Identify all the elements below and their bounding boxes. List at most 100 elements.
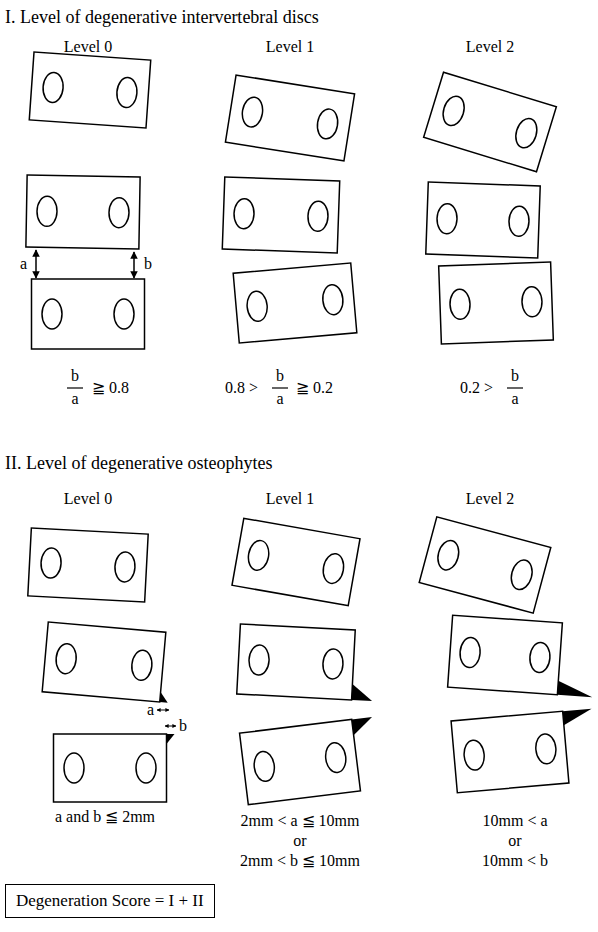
vertebra-outline bbox=[32, 279, 145, 349]
pedicle-oval bbox=[240, 96, 264, 129]
fraction-numerator: b bbox=[71, 367, 79, 385]
osteophyte-spur bbox=[167, 734, 175, 744]
pedicle-oval bbox=[114, 551, 136, 582]
pedicle-oval bbox=[535, 733, 558, 765]
vertebra bbox=[225, 75, 354, 161]
vertebra bbox=[419, 517, 551, 613]
criterion-text: or bbox=[293, 832, 306, 850]
formula-text: Degeneration Score = I + II bbox=[16, 891, 204, 911]
measure-line bbox=[67, 387, 83, 388]
level-label: Level 1 bbox=[266, 38, 314, 56]
level-label: Level 1 bbox=[266, 490, 314, 508]
pedicle-oval bbox=[508, 206, 529, 237]
level-label: Level 2 bbox=[466, 38, 514, 56]
vertebra-outline bbox=[222, 177, 339, 253]
pedicle-oval bbox=[459, 637, 481, 668]
vertebra-outline bbox=[240, 719, 361, 804]
pedicle-oval bbox=[322, 284, 345, 316]
pedicle-oval bbox=[116, 77, 138, 108]
dimension-label: a bbox=[147, 701, 154, 719]
pedicle-oval bbox=[307, 201, 328, 232]
measure-line bbox=[507, 387, 523, 388]
measure-line bbox=[133, 252, 135, 278]
criterion-text: 0.2 > bbox=[460, 379, 493, 397]
section-heading: I. Level of degenerative intervertebral … bbox=[5, 6, 319, 28]
pedicle-oval bbox=[37, 196, 58, 226]
criterion-text: 10mm < b bbox=[482, 852, 548, 870]
pedicle-oval bbox=[42, 72, 64, 103]
osteophyte-spur bbox=[563, 709, 593, 725]
vertebra bbox=[240, 717, 381, 805]
vertebra-outline bbox=[448, 615, 563, 694]
dimension-label: b bbox=[179, 717, 187, 735]
measure-line bbox=[157, 710, 169, 711]
pedicle-oval bbox=[131, 649, 154, 681]
vertebra bbox=[237, 624, 376, 701]
pedicle-oval bbox=[55, 643, 78, 675]
vertebra-outline bbox=[232, 518, 360, 605]
vertebra bbox=[26, 175, 140, 249]
criterion-text: ≧ 0.2 bbox=[296, 379, 333, 397]
vertebra bbox=[424, 72, 557, 172]
vertebra bbox=[233, 263, 357, 343]
criterion-text: ≧ 0.8 bbox=[92, 379, 129, 397]
fraction-numerator: b bbox=[276, 367, 284, 385]
pedicle-oval bbox=[248, 645, 270, 676]
pedicle-oval bbox=[324, 742, 348, 774]
measure-line bbox=[165, 726, 176, 727]
vertebra bbox=[54, 734, 175, 802]
pedicle-oval bbox=[64, 753, 84, 783]
vertebra bbox=[222, 177, 339, 253]
vertebra bbox=[42, 622, 174, 703]
section-heading: II. Level of degenerative osteophytes bbox=[5, 452, 272, 474]
pedicle-oval bbox=[40, 548, 62, 579]
fraction-numerator: b bbox=[511, 367, 519, 385]
vertebra bbox=[32, 279, 145, 349]
criterion-text: 2mm < a ≦ 10mm bbox=[241, 812, 360, 830]
fraction-denominator: a bbox=[276, 390, 283, 408]
vertebra bbox=[28, 528, 148, 602]
osteophyte-spur bbox=[352, 684, 373, 701]
pedicle-oval bbox=[440, 94, 468, 129]
vertebra bbox=[451, 709, 598, 793]
vertebra bbox=[232, 518, 360, 605]
criterion-text: 2mm < b ≦ 10mm bbox=[240, 852, 360, 870]
level-label: Level 0 bbox=[64, 38, 112, 56]
vertebrae-group bbox=[26, 52, 598, 805]
pedicle-oval bbox=[435, 538, 462, 572]
vertebra-outline bbox=[424, 72, 557, 172]
pedicle-oval bbox=[109, 197, 130, 227]
vertebra-outline bbox=[26, 175, 140, 249]
vertebra-outline bbox=[451, 711, 569, 792]
pedicle-oval bbox=[322, 648, 344, 679]
dimension-label: b bbox=[144, 255, 152, 273]
fraction-denominator: a bbox=[71, 390, 78, 408]
criterion-text: 10mm < a bbox=[482, 812, 547, 830]
vertebra bbox=[439, 262, 554, 344]
vertebra-outline bbox=[233, 263, 357, 343]
vertebra-outline bbox=[29, 52, 150, 128]
osteophyte-spur bbox=[557, 681, 593, 697]
level-label: Level 2 bbox=[466, 490, 514, 508]
osteophyte-spur bbox=[160, 692, 169, 703]
measure-line bbox=[272, 387, 288, 388]
vertebra-outline bbox=[225, 75, 354, 161]
vertebra-outline bbox=[42, 622, 166, 702]
vertebra-outline bbox=[439, 262, 554, 344]
pedicle-oval bbox=[315, 108, 339, 141]
pedicle-oval bbox=[512, 116, 540, 151]
criterion-text: or bbox=[508, 832, 521, 850]
pedicle-oval bbox=[246, 539, 271, 572]
dimension-arrows bbox=[157, 710, 176, 726]
pedicle-oval bbox=[234, 198, 255, 229]
pedicle-oval bbox=[42, 299, 62, 329]
level-label: Level 0 bbox=[64, 490, 112, 508]
pedicle-oval bbox=[508, 558, 535, 592]
vertebra bbox=[448, 615, 598, 697]
vertebra-outline bbox=[419, 517, 551, 613]
pedicle-oval bbox=[114, 299, 134, 329]
measure-line bbox=[35, 250, 37, 278]
pedicle-oval bbox=[437, 203, 458, 234]
vertebra bbox=[426, 182, 540, 258]
